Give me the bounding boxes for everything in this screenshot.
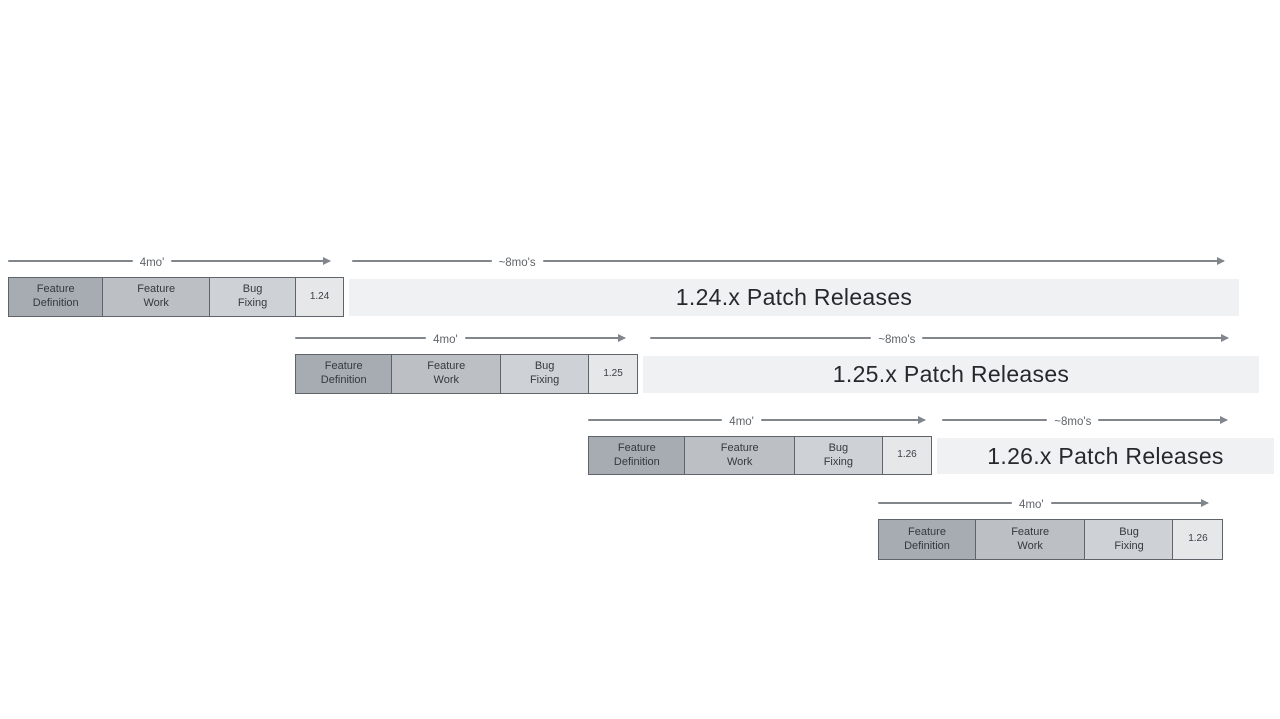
phase-label: Bug Fixing — [823, 441, 854, 468]
arrow-head — [464, 334, 627, 342]
patch-releases-label: 1.24.x Patch Releases — [675, 284, 913, 310]
patch-releases-label: 1.25.x Patch Releases — [832, 361, 1070, 387]
phase-label: Feature Definition — [32, 283, 79, 309]
arrow-line — [650, 337, 872, 339]
duration-4mo-label: 4mo' — [729, 416, 754, 428]
phase-feature-definition: Feature Definition — [588, 436, 686, 475]
row3-4mo-arrow: 4mo' — [588, 412, 927, 428]
phase-label: Feature Definition — [613, 441, 660, 468]
version-label: 1.26 — [897, 449, 917, 461]
arrow-line — [295, 337, 427, 339]
phase-label: Bug Fixing — [237, 283, 268, 309]
patch-releases-bar-1-26: 1.26.x Patch Releases — [937, 438, 1274, 474]
row3-8mo-arrow: ~8mo's — [942, 412, 1228, 428]
phase-label: Feature Work — [720, 441, 759, 468]
phase-bug-fixing: Bug Fixing — [1084, 519, 1174, 560]
phase-label: Bug Fixing — [529, 360, 560, 386]
row1-4mo-arrow: 4mo' — [8, 253, 331, 269]
release-cycle-1-24: Feature Definition Feature Work Bug Fixi… — [8, 277, 349, 317]
patch-releases-label: 1.26.x Patch Releases — [987, 442, 1224, 469]
phase-label: Feature Definition — [320, 360, 367, 386]
arrow-head — [1098, 416, 1228, 424]
duration-8mo-label: ~8mo's — [878, 334, 916, 346]
phase-bug-fixing: Bug Fixing — [793, 436, 884, 475]
release-cycle-1-25: Feature Definition Feature Work Bug Fixi… — [295, 354, 643, 394]
phase-bug-fixing: Bug Fixing — [500, 354, 590, 394]
arrow-head — [542, 257, 1226, 265]
release-cycle-1-26: Feature Definition Feature Work Bug Fixi… — [588, 436, 937, 475]
row1-8mo-arrow: ~8mo's — [352, 253, 1226, 269]
phase-label: Bug Fixing — [1114, 525, 1144, 552]
phase-label: Feature Work — [427, 360, 466, 386]
row2-8mo-arrow: ~8mo's — [650, 330, 1229, 346]
phase-feature-work: Feature Work — [974, 519, 1086, 560]
duration-8mo-label: ~8mo's — [1054, 416, 1092, 428]
phase-feature-definition: Feature Definition — [878, 519, 976, 560]
patch-releases-bar-1-25: 1.25.x Patch Releases — [643, 356, 1259, 393]
version-box-next: 1.26 — [1172, 519, 1224, 560]
version-label: 1.25 — [603, 367, 623, 379]
duration-8mo-label: ~8mo's — [498, 257, 536, 269]
version-box-1-25: 1.25 — [587, 354, 639, 394]
arrow-line — [352, 260, 492, 262]
arrow-head — [1050, 499, 1210, 507]
arrow-head — [760, 416, 927, 424]
duration-4mo-label: 4mo' — [139, 257, 165, 269]
arrow-line — [588, 419, 723, 421]
version-box-1-24: 1.24 — [294, 277, 345, 317]
row2-4mo-arrow: 4mo' — [295, 330, 627, 346]
phase-bug-fixing: Bug Fixing — [208, 277, 297, 317]
phase-label: Feature Work — [137, 283, 176, 309]
phase-feature-definition: Feature Definition — [8, 277, 104, 317]
phase-feature-work: Feature Work — [101, 277, 211, 317]
version-box-1-26: 1.26 — [881, 436, 933, 475]
phase-feature-work: Feature Work — [684, 436, 796, 475]
release-cycle-next: Feature Definition Feature Work Bug Fixi… — [878, 519, 1228, 560]
arrow-line — [942, 419, 1048, 421]
phase-feature-work: Feature Work — [390, 354, 502, 394]
arrow-line — [8, 260, 133, 262]
arrow-head — [922, 334, 1229, 342]
phase-feature-definition: Feature Definition — [295, 354, 393, 394]
patch-releases-bar-1-24: 1.24.x Patch Releases — [349, 279, 1239, 316]
row4-4mo-arrow: 4mo' — [878, 495, 1210, 511]
arrow-line — [878, 502, 1013, 504]
phase-label: Feature Work — [1011, 525, 1050, 552]
arrow-head — [171, 257, 331, 265]
duration-4mo-label: 4mo' — [1019, 499, 1044, 511]
phase-label: Feature Definition — [904, 525, 950, 552]
version-label: 1.26 — [1188, 533, 1208, 545]
version-label: 1.24 — [309, 290, 330, 302]
duration-4mo-label: 4mo' — [433, 334, 458, 346]
